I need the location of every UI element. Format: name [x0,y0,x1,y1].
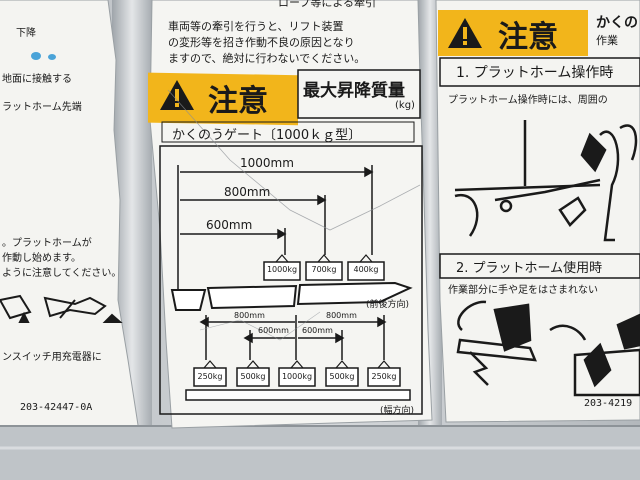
front-rear-direction: (前後方向) [366,300,410,310]
distance-label-800: 800mm [224,185,271,199]
left-part-number: 203-42447-0A [20,402,93,413]
width-weight-label: 250kg [197,372,223,381]
step2-illustration [456,300,640,397]
center-top-title: ロープ等による牽引 [278,0,377,9]
gate-type: かくのうゲート〔1000ｋｇ型〕 [172,128,362,143]
weight-box-250-left [193,367,227,387]
weight-label-700: 700kg [311,265,337,274]
center-top-line: ますので、絶対に行わないでください。 [168,52,366,65]
step2-text: 作業部分に手や足をはさまれない [448,285,598,296]
weight-box-500-right [325,367,359,387]
weight-box-250-right [367,367,401,387]
width-weight-label: 500kg [240,372,266,381]
weight-box-1000 [263,261,301,281]
width-weight-label: 250kg [371,372,397,381]
left-text-line: 作動し始めます。 [2,253,81,264]
step1-text: プラットホーム操作時には、周囲の [448,95,608,106]
step1-heading: 1. プラットホーム操作時 [456,65,614,81]
step1-illustration [454,120,638,242]
width-distance-outer-left: 800mm [234,311,265,320]
left-text-line: 。プラットホームが [2,238,92,249]
left-text-line: ラットホーム先端 [2,102,82,113]
width-direction: (幅方向) [380,406,415,416]
weight-box-500-left [236,367,270,387]
caution-word: 注意 [208,84,268,119]
right-header-fragment: かくの [596,15,638,31]
right-caution-word: 注意 [498,20,558,55]
width-weight-label: 1000kg [281,372,313,381]
left-text-line: 地面に接触する [2,74,72,85]
weight-label-1000: 1000kg [266,265,298,274]
width-distance-inner-right: 600mm [302,326,333,335]
center-sticker [148,0,433,429]
left-text-line: 下降 [16,28,36,39]
width-arrows [199,315,387,360]
left-text-line: ように注意してください。 [2,268,122,279]
width-weight-label: 500kg [329,372,355,381]
right-header-fragment: 作業 [596,34,618,47]
right-part-number: 203-4219 [584,398,633,409]
step2-heading: 2. プラットホーム使用時 [456,261,603,276]
width-distance-inner-left: 600mm [258,326,289,335]
weight-box-700 [305,261,343,281]
right-sticker [435,0,640,423]
center-top-line: 車両等の牽引を行うと、リフト装置 [168,20,344,33]
weight-box-1000-center [278,367,316,387]
center-top-line: の変形等を招き作動不良の原因となり [168,36,355,49]
width-distance-outer-right: 800mm [326,311,357,320]
distance-label-600: 600mm [206,218,253,232]
left-sticker [0,0,139,426]
max-load-title: 最大昇降質量 [303,81,405,101]
distance-label-1000: 1000mm [240,156,294,170]
max-load-unit: (kg) [395,100,415,111]
weight-label-400: 400kg [353,265,379,274]
left-text-line: ンスイッチ用充電器に [2,352,102,363]
platform-side-view [170,281,413,311]
weight-box-400 [347,261,385,281]
gate-mechanism-drawing [0,294,123,323]
